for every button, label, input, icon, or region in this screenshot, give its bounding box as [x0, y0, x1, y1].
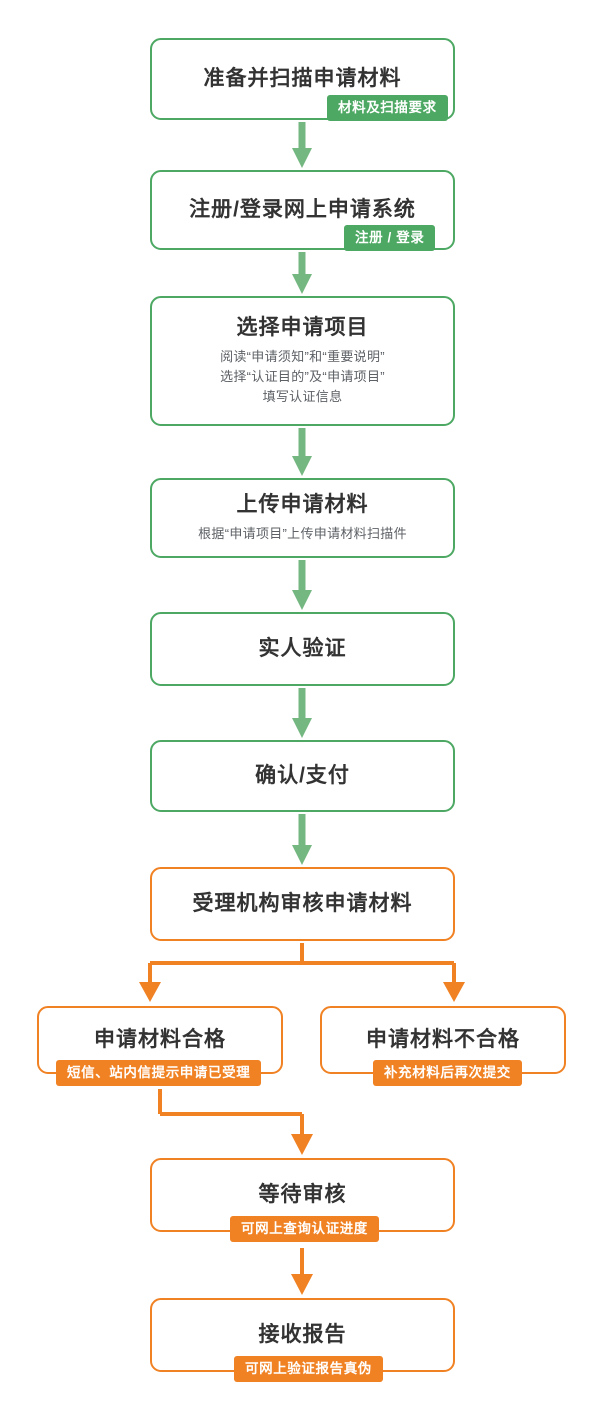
node-title: 上传申请材料 — [236, 492, 369, 516]
badge-resubmit-materials[interactable]: 补充材料后再次提交 — [373, 1060, 522, 1086]
node-title: 申请材料合格 — [94, 1027, 226, 1051]
badge-check-progress-online[interactable]: 可网上查询认证进度 — [230, 1216, 379, 1242]
node-title: 准备并扫描申请材料 — [203, 66, 402, 90]
node-select-application-item[interactable]: 选择申请项目 阅读“申请须知”和“重要说明” 选择“认证目的”及“申请项目” 填… — [150, 296, 455, 426]
edge-n8-n10 — [158, 1089, 313, 1155]
node-title: 注册/登录网上申请系统 — [189, 197, 416, 221]
node-title: 接收报告 — [258, 1322, 347, 1346]
node-upload-materials[interactable]: 上传申请材料 根据“申请项目”上传申请材料扫描件 — [150, 478, 455, 558]
node-receive-report[interactable]: 接收报告 — [150, 1298, 455, 1372]
node-agency-review-materials[interactable]: 受理机构审核申请材料 — [150, 867, 455, 941]
edge-n6-n7 — [292, 814, 312, 865]
edge-n2-n3 — [292, 252, 312, 294]
node-title: 等待审核 — [258, 1182, 347, 1206]
node-confirm-pay[interactable]: 确认/支付 — [150, 740, 455, 812]
edge-n3-n4 — [292, 428, 312, 476]
edge-n5-n6 — [292, 688, 312, 738]
edge-n7-split — [139, 943, 465, 1002]
edge-n10-n11 — [291, 1248, 313, 1295]
node-subtext-line: 根据“申请项目”上传申请材料扫描件 — [198, 526, 407, 542]
node-identity-verification[interactable]: 实人验证 — [150, 612, 455, 686]
edge-n1-n2 — [292, 122, 312, 168]
badge-register-login[interactable]: 注册 / 登录 — [344, 225, 436, 251]
badge-material-scan-requirements[interactable]: 材料及扫描要求 — [327, 95, 448, 121]
node-title: 确认/支付 — [255, 763, 350, 787]
node-title: 受理机构审核申请材料 — [192, 891, 413, 915]
node-subtext: 阅读“申请须知”和“重要说明” 选择“认证目的”及“申请项目” 填写认证信息 — [220, 347, 385, 407]
node-subtext-line: 选择“认证目的”及“申请项目” — [220, 369, 385, 385]
edge-n4-n5 — [292, 560, 312, 610]
node-title: 选择申请项目 — [236, 315, 369, 339]
node-subtext-line: 阅读“申请须知”和“重要说明” — [220, 348, 385, 364]
node-title: 申请材料不合格 — [366, 1027, 520, 1051]
badge-verify-report-online[interactable]: 可网上验证报告真伪 — [234, 1356, 383, 1382]
node-subtext-line: 填写认证信息 — [262, 389, 343, 405]
node-title: 实人验证 — [258, 636, 347, 660]
node-subtext: 根据“申请项目”上传申请材料扫描件 — [198, 524, 407, 544]
badge-sms-notice-accepted[interactable]: 短信、站内信提示申请已受理 — [56, 1060, 262, 1086]
